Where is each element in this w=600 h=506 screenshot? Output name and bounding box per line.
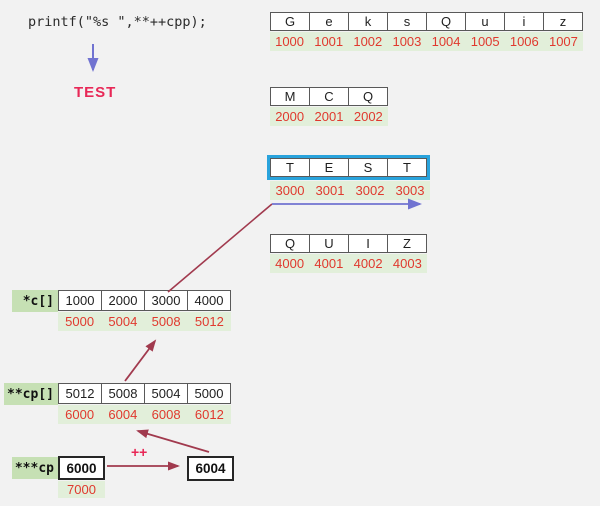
memory-cell: 2000 bbox=[102, 291, 145, 310]
cpp-value-box: 6000 bbox=[58, 456, 105, 480]
address-strip: 2000 2001 2002 bbox=[270, 107, 388, 126]
string-row-mcq: M C Q 2000 2001 2002 bbox=[270, 87, 388, 126]
address-strip: 6000 6004 6008 6012 bbox=[58, 405, 231, 424]
address-strip: 7000 bbox=[58, 481, 105, 498]
address-label: 6000 bbox=[65, 407, 95, 422]
address-strip: 5000 5004 5008 5012 bbox=[58, 312, 231, 331]
label-cp-array: **cp[] bbox=[4, 383, 58, 405]
string-row-geksquiz: G e k s Q u i z 1000 1001 1002 1003 1004… bbox=[270, 12, 583, 51]
memory-cell: S bbox=[349, 159, 388, 176]
line-c3000-to-test bbox=[167, 203, 273, 293]
arrow-6004-to-cp6004 bbox=[136, 429, 210, 453]
address-label: 3003 bbox=[395, 183, 425, 198]
incremented-value-box: 6004 bbox=[187, 456, 234, 481]
pointer-row-cp: 5012 5008 5004 5000 6000 6004 6008 6012 bbox=[58, 383, 231, 424]
address-label: 6008 bbox=[151, 407, 181, 422]
address-label: 1005 bbox=[470, 34, 500, 49]
address-strip: 4000 4001 4002 4003 bbox=[270, 254, 427, 273]
memory-cell: 5004 bbox=[145, 384, 188, 403]
address-strip: 1000 1001 1002 1003 1004 1005 1006 1007 bbox=[270, 32, 583, 51]
memory-cell: I bbox=[349, 235, 388, 252]
memory-cell: u bbox=[466, 13, 505, 30]
memory-cell: G bbox=[271, 13, 310, 30]
address-label: 1000 bbox=[275, 34, 305, 49]
memory-cell: Q bbox=[271, 235, 310, 252]
memory-cell: e bbox=[310, 13, 349, 30]
memory-cell: T bbox=[388, 159, 426, 176]
memory-cell: U bbox=[310, 235, 349, 252]
address-label: 2000 bbox=[275, 109, 305, 124]
address-label: 1004 bbox=[431, 34, 461, 49]
label-c-array: *c[] bbox=[12, 290, 58, 312]
memory-cell: 5008 bbox=[102, 384, 145, 403]
memory-cell: 5000 bbox=[188, 384, 230, 403]
address-label: 1002 bbox=[353, 34, 383, 49]
address-label: 5004 bbox=[108, 314, 138, 329]
address-label: 6004 bbox=[108, 407, 138, 422]
output-text: TEST bbox=[74, 84, 117, 101]
string-row-quiz: Q U I Z 4000 4001 4002 4003 bbox=[270, 234, 427, 273]
char-cells: G e k s Q u i z bbox=[270, 12, 583, 31]
address-label: 3002 bbox=[355, 183, 385, 198]
address-label: 2001 bbox=[314, 109, 344, 124]
char-cells: T E S T bbox=[270, 158, 427, 177]
address-label: 1003 bbox=[392, 34, 422, 49]
pointer-row-c: 1000 2000 3000 4000 5000 5004 5008 5012 bbox=[58, 290, 231, 331]
memory-cell: 1000 bbox=[59, 291, 102, 310]
memory-cell: Q bbox=[349, 88, 387, 105]
pointer-cells: 1000 2000 3000 4000 bbox=[58, 290, 231, 311]
address-label: 1001 bbox=[314, 34, 344, 49]
memory-cell: Z bbox=[388, 235, 426, 252]
code-statement: printf("%s ",**++cpp); bbox=[28, 14, 207, 30]
char-cells: Q U I Z bbox=[270, 234, 427, 253]
string-row-test: T E S T 3000 3001 3002 3003 bbox=[267, 155, 430, 200]
memory-cell: 5012 bbox=[59, 384, 102, 403]
memory-cell: i bbox=[505, 13, 544, 30]
address-label: 5012 bbox=[194, 314, 224, 329]
memory-cell: M bbox=[271, 88, 310, 105]
memory-cell: 4000 bbox=[188, 291, 230, 310]
address-label: 6012 bbox=[194, 407, 224, 422]
pointer-cells: 5012 5008 5004 5000 bbox=[58, 383, 231, 404]
memory-cell: z bbox=[544, 13, 582, 30]
memory-cell: T bbox=[271, 159, 310, 176]
address-label: 1007 bbox=[548, 34, 578, 49]
address-label: 4002 bbox=[353, 256, 383, 271]
memory-cell: Q bbox=[427, 13, 466, 30]
address-label: 1006 bbox=[509, 34, 539, 49]
address-label: 2002 bbox=[353, 109, 383, 124]
address-label: 3000 bbox=[275, 183, 305, 198]
memory-cell: s bbox=[388, 13, 427, 30]
address-label: 4001 bbox=[314, 256, 344, 271]
memory-cell: C bbox=[310, 88, 349, 105]
address-label: 5008 bbox=[151, 314, 181, 329]
char-cells: M C Q bbox=[270, 87, 388, 106]
address-label: 5000 bbox=[65, 314, 95, 329]
increment-label: ++ bbox=[131, 444, 148, 460]
memory-cell: k bbox=[349, 13, 388, 30]
arrow-cp5008-to-c5008 bbox=[124, 339, 157, 382]
memory-cell: E bbox=[310, 159, 349, 176]
address-label: 3001 bbox=[315, 183, 345, 198]
highlight-border: T E S T bbox=[267, 155, 430, 180]
address-strip: 3000 3001 3002 3003 bbox=[270, 181, 430, 200]
address-label: 4003 bbox=[392, 256, 422, 271]
address-label: 4000 bbox=[275, 256, 305, 271]
memory-cell: 3000 bbox=[145, 291, 188, 310]
label-cpp-pointer: ***cp bbox=[12, 457, 58, 479]
